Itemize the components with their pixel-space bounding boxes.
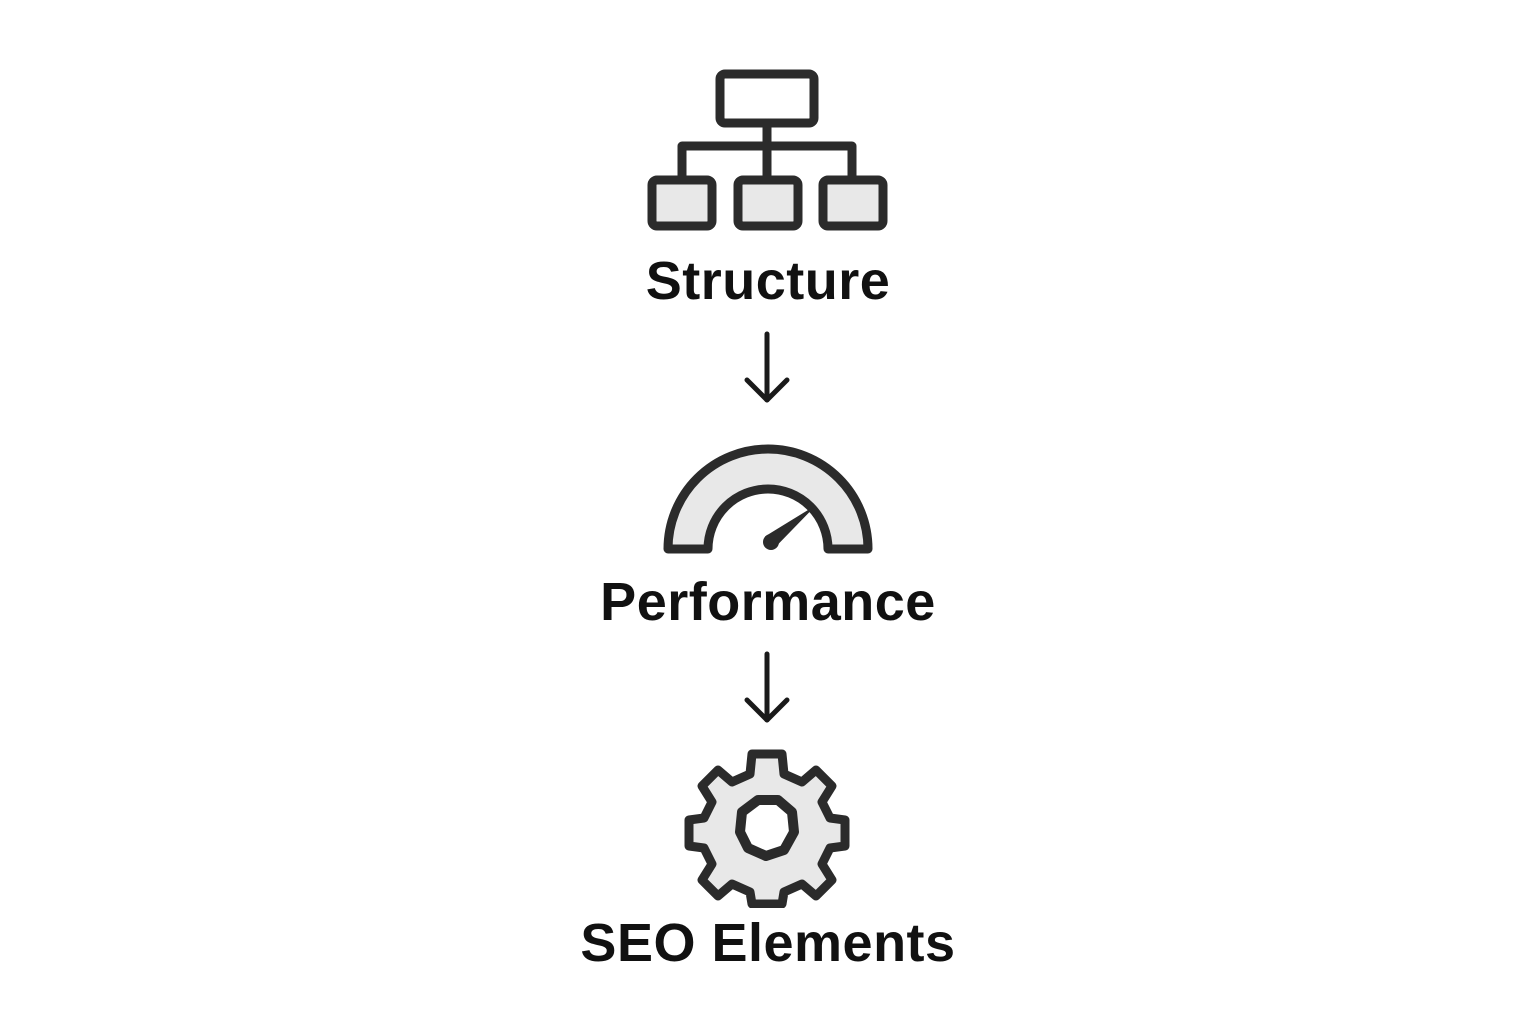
step-label-seo-elements: SEO Elements [580,913,956,973]
speedometer-gauge-icon [663,444,873,554]
step-performance: Performance [0,420,1536,640]
arrow-down-icon [744,331,790,403]
step-seo-elements: SEO Elements [0,740,1536,980]
gear-icon [684,749,850,908]
step-structure: Structure [0,0,1536,310]
sitemap-hierarchy-icon [647,69,888,231]
step-label-structure: Structure [645,251,891,311]
arrow-down-icon [744,651,790,723]
step-label-performance: Performance [600,572,936,632]
